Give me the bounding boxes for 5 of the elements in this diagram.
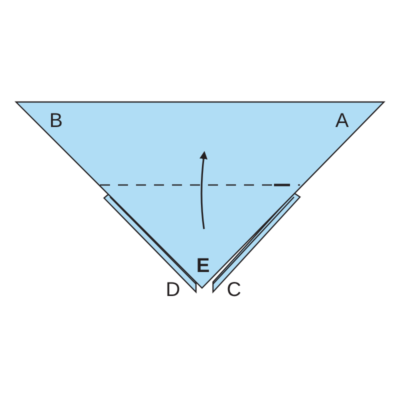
point-label: E [196, 256, 210, 276]
point-label: A [335, 111, 349, 131]
point-label: C [226, 280, 242, 300]
point-label: B [49, 111, 63, 131]
point-label: D [166, 280, 180, 300]
